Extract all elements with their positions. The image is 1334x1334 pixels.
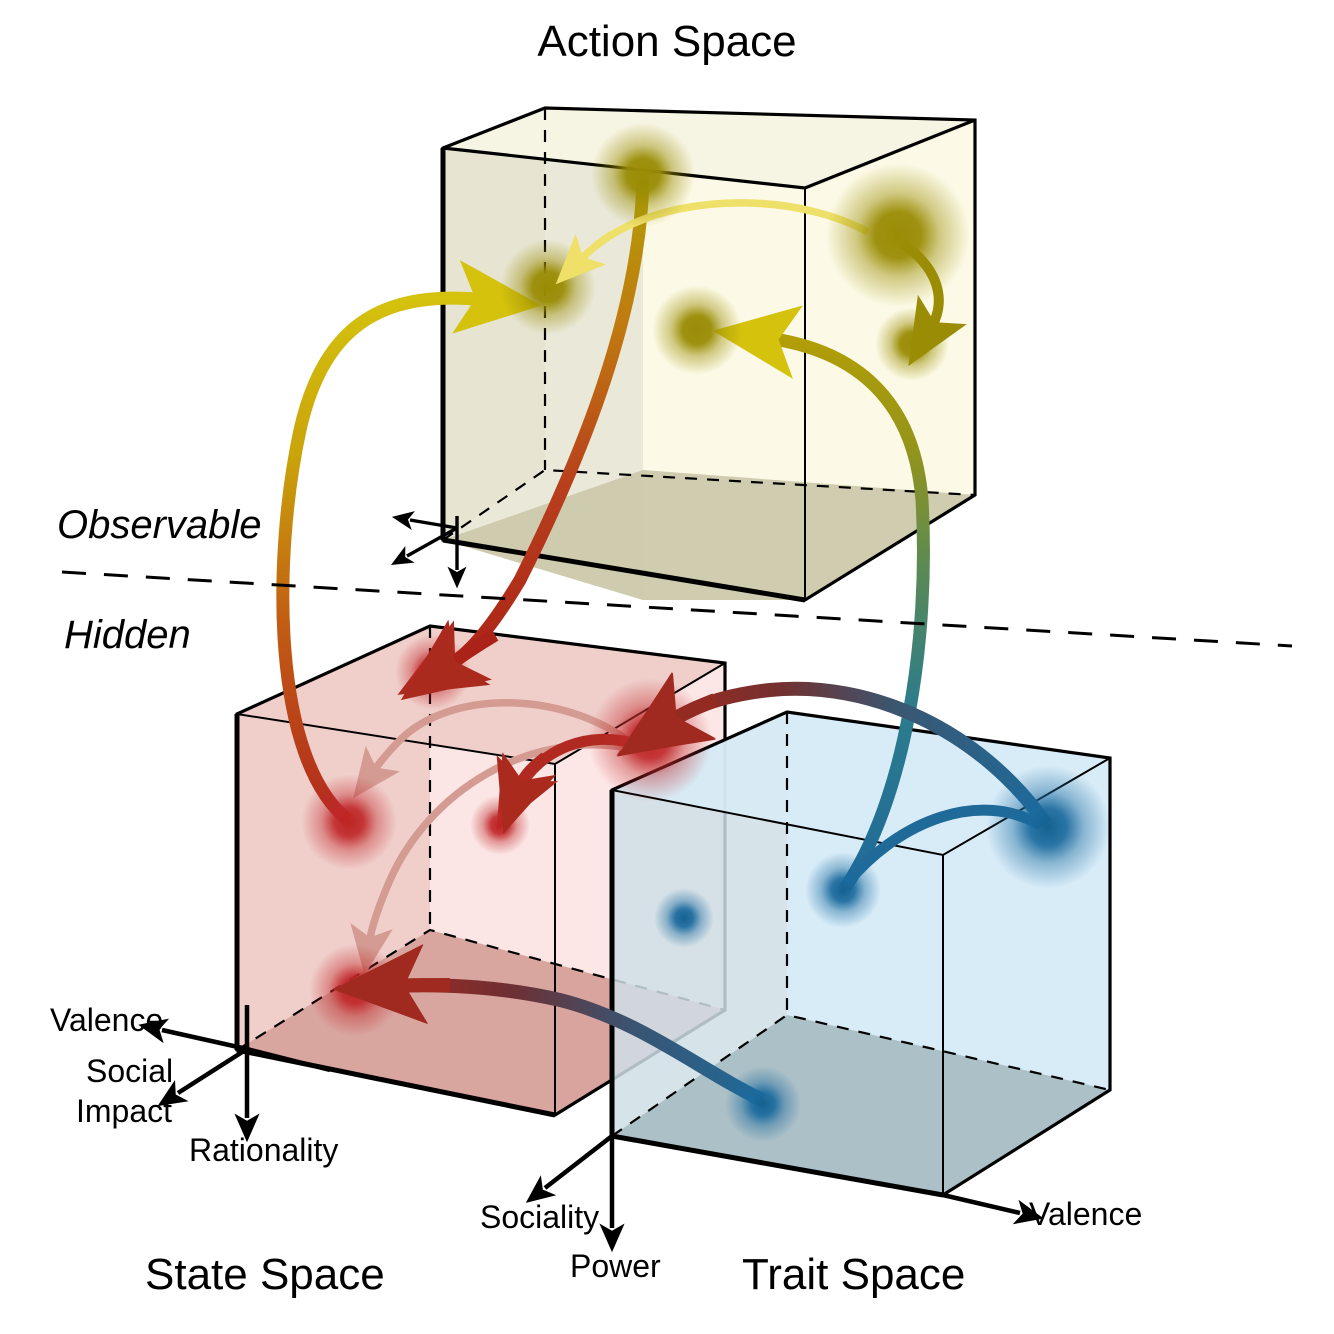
arrow-state-to-action — [276, 259, 542, 826]
foreground-arrowheads — [333, 230, 718, 1024]
state-axis-social-impact — [157, 1047, 249, 1107]
state-axis-label-impact: Impact — [76, 1093, 172, 1129]
state-point-corner — [588, 678, 712, 802]
state-cube-hidden-floor — [236, 928, 726, 1051]
trait-space-points — [654, 765, 1110, 1142]
arrow-action-to-state-head — [400, 619, 499, 701]
arrow-trait-to-action — [712, 305, 930, 892]
state-axis-label-valence: Valence — [50, 1002, 163, 1038]
action-point-top — [591, 123, 695, 227]
action-point-mid — [652, 285, 742, 375]
trait-point-mid — [805, 852, 881, 928]
arrow-trait-to-state-floor-head — [333, 944, 451, 1024]
hidden-label: Hidden — [64, 613, 191, 657]
observable-label: Observable — [57, 503, 262, 547]
action-space-points — [500, 123, 970, 381]
state-point-left — [301, 774, 397, 870]
action-cube-bottom-front-edge — [442, 537, 806, 603]
action-space-axes — [390, 511, 467, 589]
state-space-title: State Space — [145, 1250, 385, 1299]
state-axis-label-social: Social — [86, 1053, 173, 1089]
action-space-title: Action Space — [537, 17, 796, 66]
trait-point-small — [654, 888, 714, 948]
observable-hidden-separator — [61, 570, 1293, 648]
state-axis-label-rationality: Rationality — [189, 1132, 338, 1168]
action-cube-top-face — [443, 108, 975, 188]
action-axis-x — [391, 511, 458, 530]
trait-axis-label-valence: Valence — [1029, 1196, 1142, 1232]
action-point-small-right — [875, 307, 949, 381]
state-arrow-corner-to-mid-head — [496, 752, 557, 834]
state-point-floor — [309, 944, 401, 1036]
trait-axis-label-sociality: Sociality — [480, 1199, 599, 1235]
action-cube-floor-face — [443, 470, 975, 600]
state-point-top — [395, 634, 471, 710]
action-axis-y — [390, 526, 458, 565]
trait-point-big — [986, 765, 1110, 889]
trait-space-axes — [525, 1090, 1044, 1253]
trait-axis-label-power: Power — [570, 1248, 661, 1284]
trait-cube-bottom-front — [611, 1133, 944, 1198]
state-point-mid — [470, 795, 530, 855]
trait-axis-valence — [942, 1192, 1044, 1225]
action-arrow-big-to-left-head — [555, 230, 615, 285]
trait-axis-sociality — [525, 1134, 614, 1203]
arrow-trait-to-state-top-head — [617, 672, 718, 757]
trait-cube-hidden-floor — [611, 1013, 1111, 1137]
state-space-axes — [138, 1005, 331, 1143]
state-axis-valence — [138, 1018, 248, 1052]
trait-cube-top-face — [612, 712, 1110, 855]
state-arrow-corner-to-left — [353, 699, 633, 799]
state-axis-valence-positive — [246, 1046, 331, 1073]
action-point-big-right — [826, 163, 970, 307]
trait-cube-floor-face — [612, 1015, 1110, 1195]
trait-space-title: Trait Space — [742, 1250, 965, 1299]
trait-point-floor — [725, 1066, 801, 1142]
